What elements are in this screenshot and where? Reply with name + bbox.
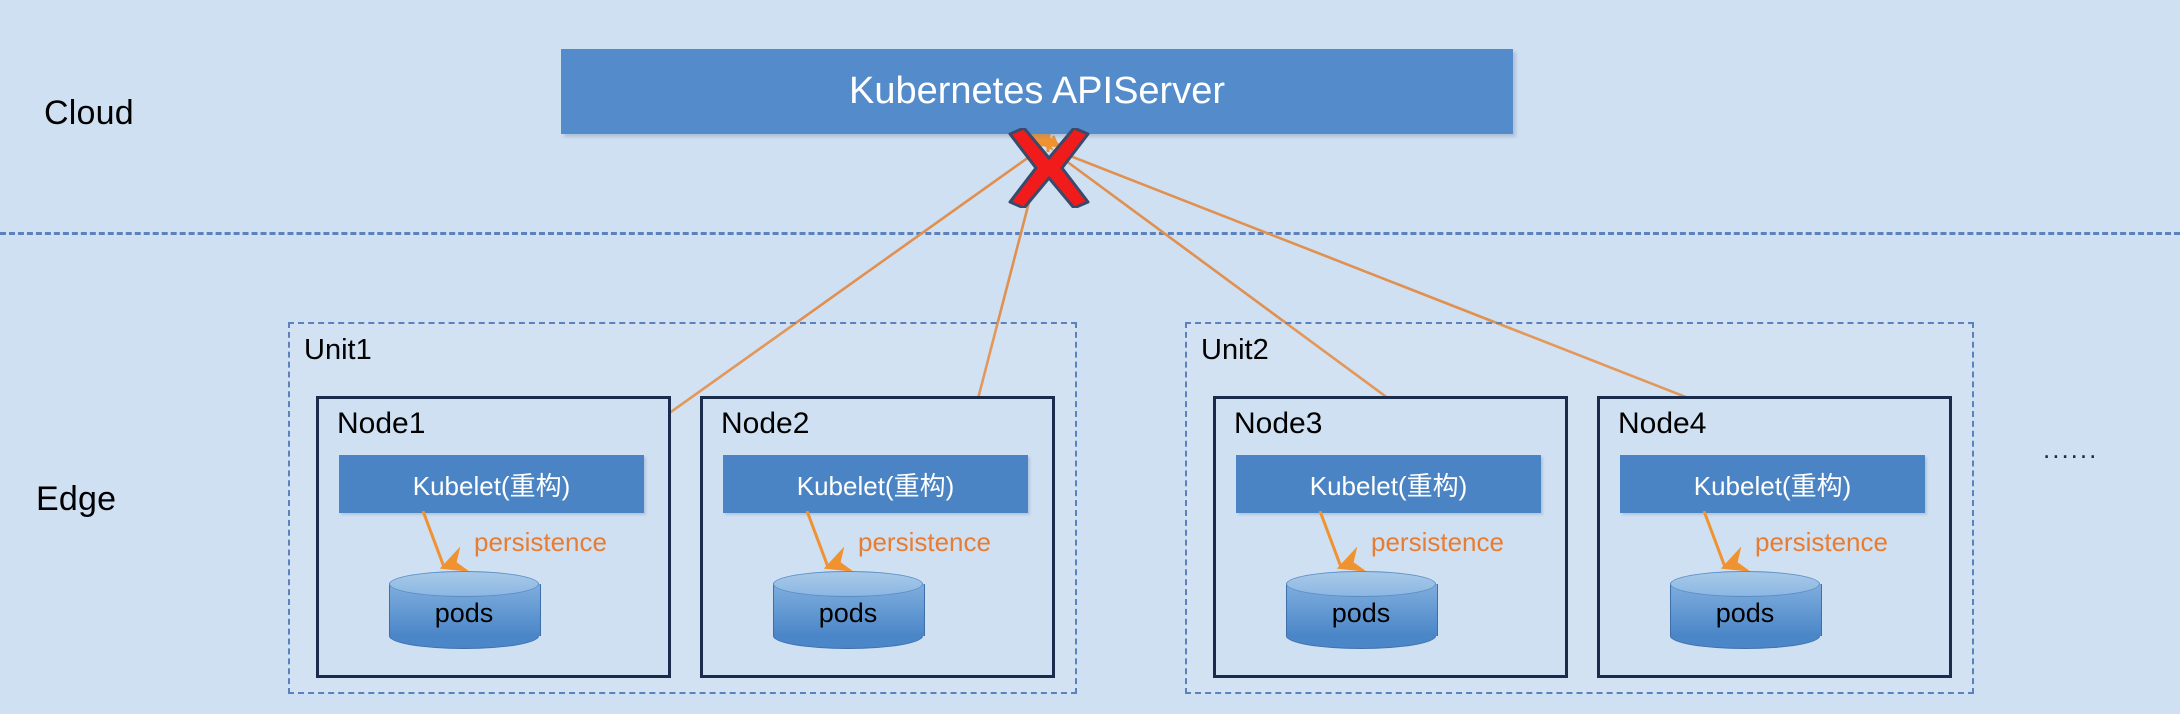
- cylinder-top: [389, 571, 539, 597]
- node-label: Node4: [1618, 407, 1707, 440]
- unit-label: Unit1: [304, 334, 372, 366]
- edge-zone-label: Edge: [36, 480, 117, 518]
- kubelet-box[interactable]: Kubelet(重构): [1620, 455, 1925, 513]
- kubelet-label: Kubelet(重构): [1309, 470, 1468, 501]
- kubelet-label: Kubelet(重构): [1693, 470, 1852, 501]
- apiserver-label: Kubernetes APIServer: [849, 70, 1225, 112]
- kubelet-box[interactable]: Kubelet(重构): [723, 455, 1028, 513]
- persistence-arrow: [421, 511, 470, 572]
- node-box-node4[interactable]: Node4 Kubelet(重构) persistence pods: [1597, 396, 1952, 678]
- pods-cylinder[interactable]: pods: [1286, 571, 1438, 649]
- node-label: Node2: [721, 407, 810, 440]
- persistence-label: persistence: [1371, 527, 1504, 557]
- cloud-zone-label: Cloud: [44, 94, 134, 132]
- pods-cylinder[interactable]: pods: [773, 571, 925, 649]
- persistence-label: persistence: [474, 527, 607, 557]
- node-label: Node3: [1234, 407, 1323, 440]
- pods-cylinder[interactable]: pods: [389, 571, 541, 649]
- pods-cylinder[interactable]: pods: [1670, 571, 1822, 649]
- red-x-icon: [1008, 128, 1090, 208]
- kubelet-label: Kubelet(重构): [412, 470, 571, 501]
- cylinder-top: [1286, 571, 1436, 597]
- persistence-label: persistence: [858, 527, 991, 557]
- persistence-arrow: [805, 511, 854, 572]
- node-box-node1[interactable]: Node1 Kubelet(重构) persistence pods: [316, 396, 671, 678]
- persistence-label: persistence: [1755, 527, 1888, 557]
- persistence-arrow: [1318, 511, 1367, 572]
- cloud-edge-divider: [0, 232, 2180, 235]
- cylinder-top: [1670, 571, 1820, 597]
- cylinder-top: [773, 571, 923, 597]
- more-units-ellipsis: ......: [2043, 434, 2099, 464]
- pods-label: pods: [1715, 598, 1775, 628]
- kubelet-box[interactable]: Kubelet(重构): [339, 455, 644, 513]
- node-box-node3[interactable]: Node3 Kubelet(重构) persistence pods: [1213, 396, 1568, 678]
- kubelet-box[interactable]: Kubelet(重构): [1236, 455, 1541, 513]
- node-box-node2[interactable]: Node2 Kubelet(重构) persistence pods: [700, 396, 1055, 678]
- persistence-arrow: [1702, 511, 1751, 572]
- pods-label: pods: [1331, 598, 1391, 628]
- pods-label: pods: [818, 598, 878, 628]
- pods-label: pods: [434, 598, 494, 628]
- node-label: Node1: [337, 407, 426, 440]
- kubernetes-apiserver-box[interactable]: Kubernetes APIServer: [561, 49, 1513, 134]
- kubelet-label: Kubelet(重构): [796, 470, 955, 501]
- unit-label: Unit2: [1201, 334, 1269, 366]
